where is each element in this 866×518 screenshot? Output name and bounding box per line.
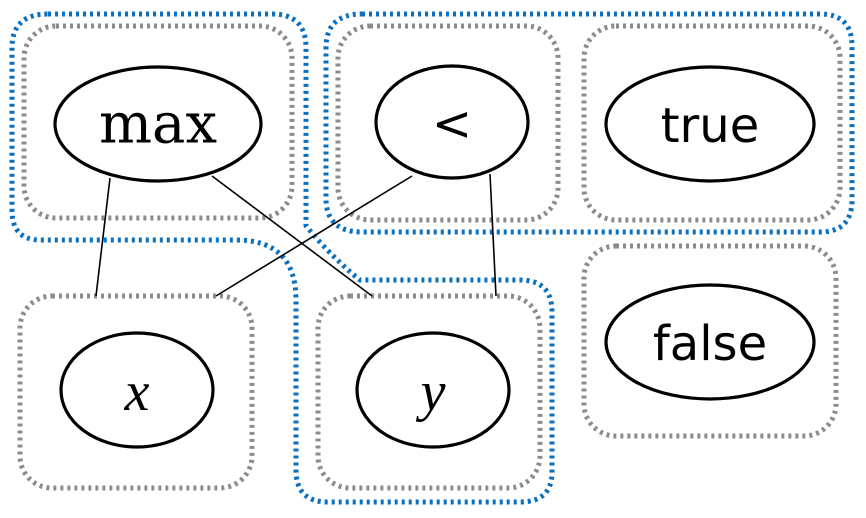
group-box-y <box>315 293 543 491</box>
edge-lt-x <box>215 175 413 297</box>
edge-lt-y <box>489 173 497 297</box>
node-false-label: false <box>653 316 767 372</box>
group-box-max <box>21 23 295 221</box>
node-true: true <box>604 65 816 183</box>
node-max-label: max <box>99 92 217 157</box>
highlight-region-left <box>9 11 555 505</box>
node-x-ellipse <box>59 331 215 449</box>
group-box-false <box>581 243 839 439</box>
edge-max-x <box>95 177 111 297</box>
node-max-ellipse <box>53 65 263 183</box>
node-false: false <box>604 283 816 401</box>
node-x-label: x <box>124 361 150 423</box>
group-box-true <box>581 23 843 223</box>
node-lt-ellipse <box>374 64 530 180</box>
highlight-region-right <box>323 11 855 235</box>
node-lt: < <box>374 64 530 180</box>
node-max: max <box>53 65 263 183</box>
group-box-x <box>17 293 255 491</box>
node-true-ellipse <box>604 65 816 183</box>
node-x: x <box>59 331 215 449</box>
node-false-ellipse <box>604 283 816 401</box>
group-box-lt <box>335 23 561 223</box>
node-y-ellipse <box>355 331 511 449</box>
node-y: y <box>355 331 511 449</box>
node-lt-label: < <box>432 96 472 152</box>
edge-max-y <box>211 175 373 297</box>
node-y-label: y <box>416 361 446 423</box>
node-true-label: true <box>661 98 760 154</box>
